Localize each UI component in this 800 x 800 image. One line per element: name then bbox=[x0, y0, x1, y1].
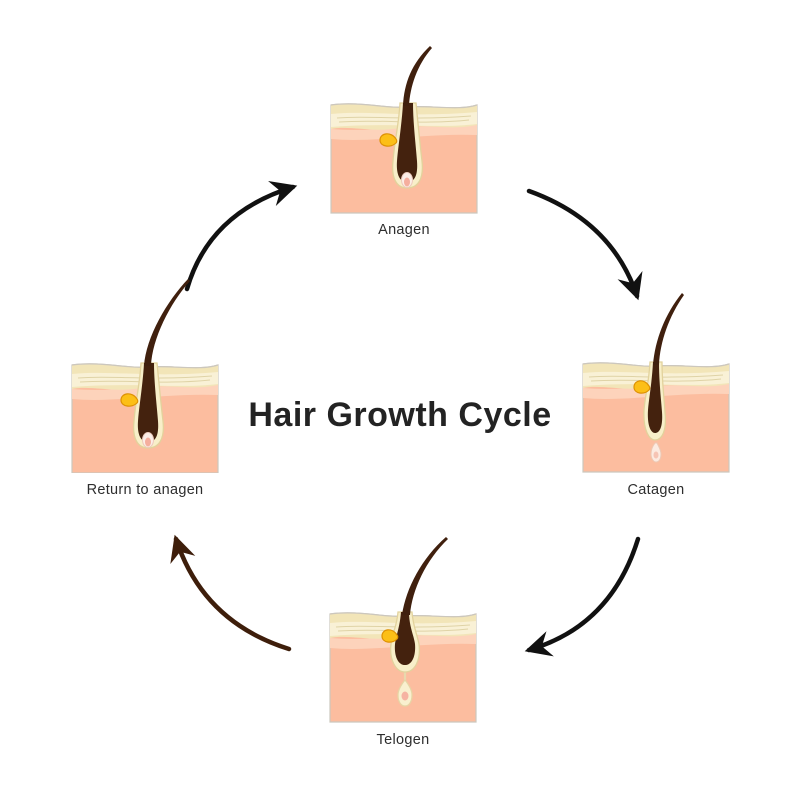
hair-follicle bbox=[120, 362, 165, 449]
stage-panel-return-to-anagen bbox=[70, 273, 220, 473]
sebaceous-gland bbox=[120, 393, 139, 407]
stage-label-return-to-anagen: Return to anagen bbox=[86, 482, 204, 498]
sebaceous-gland bbox=[633, 380, 651, 394]
arrow-return-to-anagen-to-anagen bbox=[184, 180, 298, 292]
papilla-droplet-center bbox=[401, 691, 409, 701]
stage-label-telogen: Telogen bbox=[376, 732, 430, 748]
arrow-anagen-to-catagen bbox=[526, 188, 643, 301]
hair-follicle bbox=[381, 611, 421, 707]
stage-panel-telogen bbox=[328, 534, 478, 724]
hair-root bbox=[647, 362, 663, 433]
skin-illustration-anagen bbox=[330, 46, 478, 214]
papilla-droplet-center bbox=[653, 451, 659, 459]
stage-label-catagen: Catagen bbox=[627, 482, 685, 498]
stage-panel-anagen bbox=[329, 25, 479, 215]
sebaceous-gland bbox=[381, 629, 399, 643]
skin-illustration-return-to-anagen bbox=[71, 279, 219, 473]
stage-label-anagen: Anagen bbox=[378, 222, 430, 238]
skin-illustration-telogen bbox=[329, 537, 477, 723]
hair-root bbox=[394, 612, 416, 665]
sebaceous-gland bbox=[379, 133, 398, 147]
hair-shaft bbox=[144, 279, 190, 366]
hair-root bbox=[137, 363, 159, 442]
hair-shaft bbox=[653, 293, 684, 365]
hair-shaft bbox=[403, 46, 432, 106]
arrow-catagen-to-telogen bbox=[524, 536, 641, 657]
diagram-title: Hair Growth Cycle bbox=[248, 396, 552, 434]
arrow-telogen-to-return-to-anagen bbox=[170, 534, 292, 652]
hair-shaft bbox=[402, 537, 448, 615]
dermal-papilla-center bbox=[404, 177, 410, 187]
hair-root bbox=[396, 103, 418, 182]
stage-panel-catagen bbox=[581, 284, 731, 474]
hair-follicle bbox=[379, 102, 424, 189]
hair-follicle bbox=[633, 361, 667, 463]
dermal-papilla-center bbox=[145, 437, 151, 447]
skin-illustration-catagen bbox=[582, 293, 730, 473]
